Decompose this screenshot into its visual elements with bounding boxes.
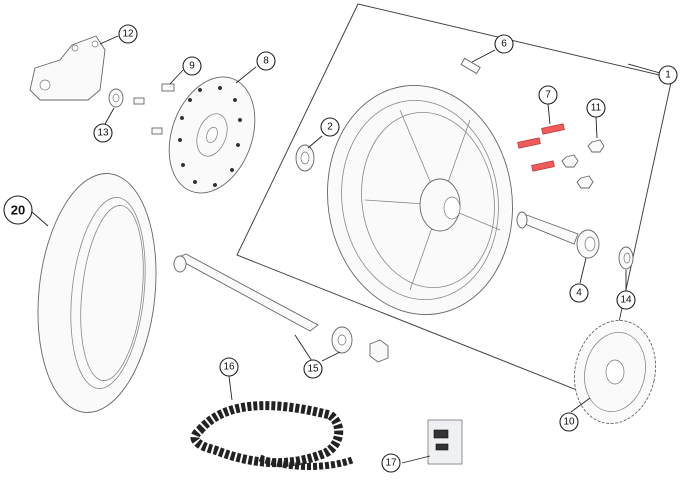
callout-12: 12 [118, 24, 138, 44]
wheel-rim [327, 84, 513, 316]
callout-13: 13 [93, 123, 113, 143]
axle-nut [369, 339, 389, 363]
wheel-bearing [576, 229, 600, 259]
sprocket-studs [517, 123, 565, 172]
brake-disc [168, 76, 256, 194]
svg-text:9: 9 [189, 61, 195, 72]
tyre [37, 173, 157, 413]
svg-text:4: 4 [576, 288, 582, 299]
svg-text:17: 17 [385, 458, 397, 469]
svg-text:6: 6 [501, 39, 507, 50]
wheel-spacer [516, 211, 579, 245]
svg-text:14: 14 [620, 295, 632, 306]
svg-text:2: 2 [327, 122, 333, 133]
stud-nut-a [587, 139, 605, 153]
callout-17: 17 [381, 453, 401, 473]
svg-text:20: 20 [11, 203, 25, 218]
callout-20: 20 [3, 195, 33, 225]
callout-11: 11 [586, 98, 606, 118]
bearing-seal-left [295, 144, 315, 172]
spacer-bushing [108, 88, 124, 108]
svg-text:7: 7 [545, 90, 551, 101]
axle-spacer [331, 326, 353, 354]
svg-text:12: 12 [122, 29, 134, 40]
tyre-valve [460, 57, 481, 75]
small-bolt-a [133, 97, 145, 105]
callout-10: 10 [559, 412, 579, 432]
callout-8: 8 [256, 51, 276, 71]
svg-text:13: 13 [97, 128, 109, 139]
svg-text:16: 16 [223, 362, 235, 373]
callout-16: 16 [219, 357, 239, 377]
svg-text:15: 15 [307, 364, 319, 375]
disc-bolt [161, 83, 175, 92]
stud-nut-c [576, 175, 594, 189]
stud-nut-b [561, 154, 579, 168]
wheel-axle [173, 253, 319, 332]
callout-6: 6 [494, 34, 514, 54]
callout-2: 2 [320, 117, 340, 137]
callout-9: 9 [182, 56, 202, 76]
callout-15: 15 [303, 359, 323, 379]
callout-14: 14 [616, 290, 636, 310]
bearing-seal-right [618, 246, 634, 270]
callout-7: 7 [538, 85, 558, 105]
svg-text:10: 10 [563, 417, 575, 428]
small-bolt-b [151, 127, 163, 135]
leader-lines [31, 35, 661, 464]
caliper-bracket [29, 35, 106, 101]
rear-sprocket [573, 320, 657, 424]
callout-1: 1 [658, 65, 678, 85]
callout-4: 4 [569, 283, 589, 303]
drive-chain [190, 401, 354, 470]
chain-link-kit [427, 419, 463, 465]
svg-text:11: 11 [591, 103, 602, 114]
svg-text:1: 1 [665, 70, 671, 81]
svg-text:8: 8 [263, 56, 269, 67]
